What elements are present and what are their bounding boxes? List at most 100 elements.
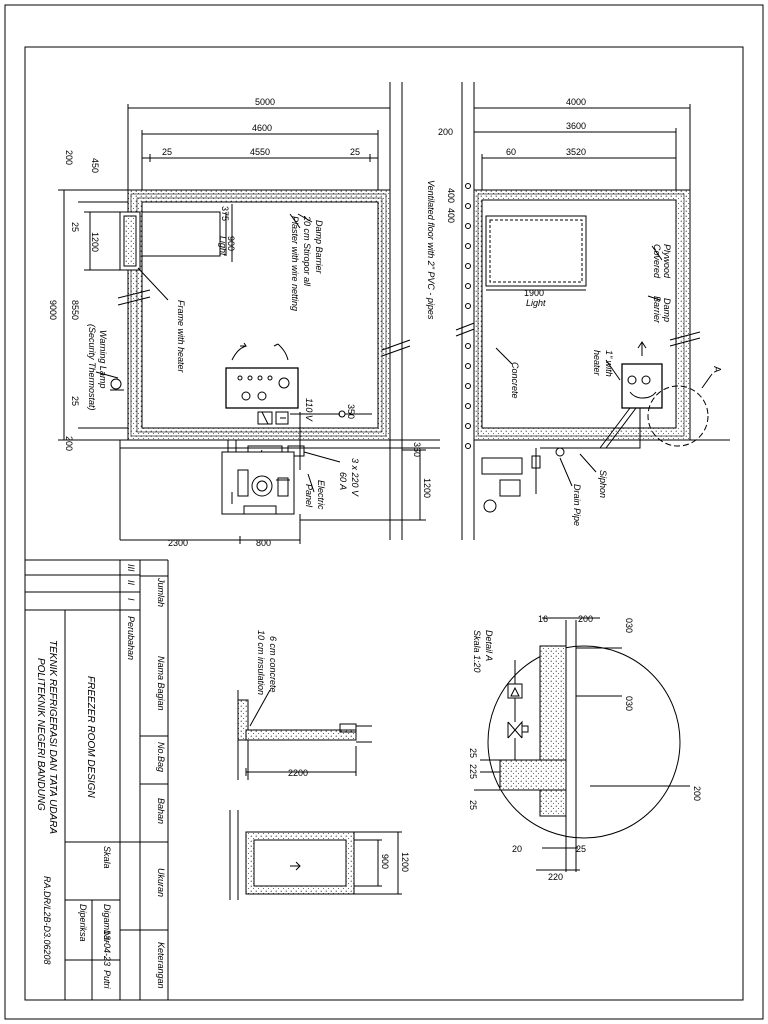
label-section-a: A xyxy=(711,366,722,373)
detail-dim-200-top: 200 xyxy=(578,614,593,624)
tb-digambar: Digambar xyxy=(102,904,112,944)
dim-200-bottom: 200 xyxy=(64,436,74,451)
dim-25-top: 25 xyxy=(70,222,80,232)
detail-dim-220: 220 xyxy=(548,872,563,882)
label-security-thermostat: (Security Thermostat) xyxy=(87,324,97,411)
detail-dim-225: 225 xyxy=(468,764,478,779)
dim-9000: 9000 xyxy=(48,300,58,320)
section-view xyxy=(237,689,372,780)
title-block-frame xyxy=(25,559,169,1000)
tb-perubahan: Perubahan xyxy=(126,616,136,660)
label-plywood: Plywood xyxy=(662,244,672,279)
dim-1200-small: 1200 xyxy=(400,852,410,872)
dim-5000: 5000 xyxy=(255,97,275,107)
label-plaster: Plaster with wire netting xyxy=(290,216,300,311)
dim-900-small: 900 xyxy=(380,854,390,869)
dim-1900: 1900 xyxy=(524,288,544,298)
tb-dept-line2: POLITEKNIK NEGERI BANDUNG xyxy=(35,658,46,811)
detail-dim-200-right: 200 xyxy=(692,786,702,801)
label-panel: Panel xyxy=(304,484,314,508)
label-barrier: Barrier xyxy=(652,296,662,324)
tb-dept-line1: TEKNIK REFRIGERASI DAN TATA UDARA xyxy=(47,640,58,834)
dim-360: 360 xyxy=(412,442,422,457)
outer-border xyxy=(4,4,764,1020)
label-damp-barrier: Damp Barrier xyxy=(314,220,324,275)
label-6cm-concrete: 6 cm concrete xyxy=(268,636,278,693)
label-110v: 110 V xyxy=(304,398,314,422)
label-concrete: Concrete xyxy=(510,362,520,399)
detail-dim-25-a: 25 xyxy=(468,748,478,758)
label-damp: Damp xyxy=(662,298,672,322)
right-evaporator xyxy=(621,363,663,409)
label-covered: Covered xyxy=(652,244,662,279)
ventilation-pipes xyxy=(465,183,471,449)
dim-375: 375 xyxy=(220,206,230,221)
label-frame-heater: Frame with heater xyxy=(176,300,186,374)
inner-border xyxy=(24,46,744,1001)
detail-a xyxy=(474,617,690,872)
detail-dim-25-b: 25 xyxy=(468,800,478,810)
tb-keterangan: Keterangan xyxy=(156,942,166,989)
dim-450: 450 xyxy=(90,158,100,173)
label-siphon: Siphon xyxy=(598,470,608,498)
dim-1200-right: 1200 xyxy=(422,478,432,498)
tb-drafter: Putri xyxy=(102,970,112,990)
dim-900-light: 900 xyxy=(226,236,236,251)
left-plan xyxy=(58,82,440,544)
dim-4000: 4000 xyxy=(566,97,586,107)
label-drain-pipe: Drain Pipe xyxy=(572,484,582,526)
label-light-left: Light xyxy=(218,236,228,256)
label-stiropor: 20 cm Stiropor all xyxy=(302,215,312,287)
tb-jumlah: Jumlah xyxy=(156,577,166,607)
evaporator-unit xyxy=(225,367,299,409)
right-light-fixture xyxy=(485,215,587,287)
tb-rev-ii: II xyxy=(126,580,136,586)
label-heater: heater xyxy=(592,350,602,377)
dim-800: 800 xyxy=(256,538,271,548)
dim-25-left: 25 xyxy=(162,147,172,157)
label-one-inch-with: 1" with xyxy=(604,350,614,377)
dim-25-bottom: 25 xyxy=(70,396,80,406)
label-60a: 60 A xyxy=(338,472,348,490)
dim-4550: 4550 xyxy=(250,147,270,157)
right-plan xyxy=(455,82,730,540)
dim-4600: 4600 xyxy=(252,123,272,133)
dim-2200: 2200 xyxy=(288,768,308,778)
dim-400-b: 400 xyxy=(446,208,456,223)
dim-3520: 3520 xyxy=(566,147,586,157)
dim-1200-door: 1200 xyxy=(90,232,100,252)
dim-3600: 3600 xyxy=(566,121,586,131)
plan-small-view xyxy=(229,810,402,900)
tb-drawing-number: RA.DR/L2B-D3.06208 xyxy=(42,876,52,965)
tb-date: 13-04-23 xyxy=(102,930,112,966)
tb-drawing-title: FREEZER ROOM DESIGN xyxy=(85,676,96,798)
dim-400-a: 400 xyxy=(446,188,456,203)
dim-350: 350 xyxy=(346,404,356,419)
tb-no-bag: No.Bag xyxy=(156,742,166,772)
dim-200-top: 200 xyxy=(64,150,74,165)
label-ventilated-floor: Ventilated floor with 2" PVC - pipes xyxy=(426,180,436,320)
detail-dim-16: 16 xyxy=(538,614,548,624)
dim-60: 60 xyxy=(506,147,516,157)
detail-dim-030-a: 030 xyxy=(624,618,634,633)
label-3x220v: 3 x 220 V xyxy=(350,458,360,497)
warning-lamp xyxy=(110,378,122,390)
dim-2300: 2300 xyxy=(168,538,188,548)
detail-a-scale: Skala 1:20 xyxy=(472,630,482,673)
light-fixture xyxy=(141,211,221,257)
detail-dim-20: 20 xyxy=(512,844,522,854)
label-10cm-insulation: 10 cm insulation xyxy=(256,630,266,695)
label-electric: Electric xyxy=(316,480,326,510)
label-warning-lamp: Warning Lamp xyxy=(98,330,108,388)
tb-skala: Skala xyxy=(102,846,112,869)
tb-diperiksa: Diperiksa xyxy=(78,904,88,942)
tb-bahan: Bahan xyxy=(156,798,166,824)
dim-25-right: 25 xyxy=(350,147,360,157)
dim-8550: 8550 xyxy=(70,300,80,320)
tb-rev-iii: III xyxy=(126,564,136,572)
tb-nama-bagian: Nama Bagian xyxy=(156,656,166,711)
tb-ukuran: Ukuran xyxy=(156,868,166,897)
detail-a-circle xyxy=(487,645,681,839)
